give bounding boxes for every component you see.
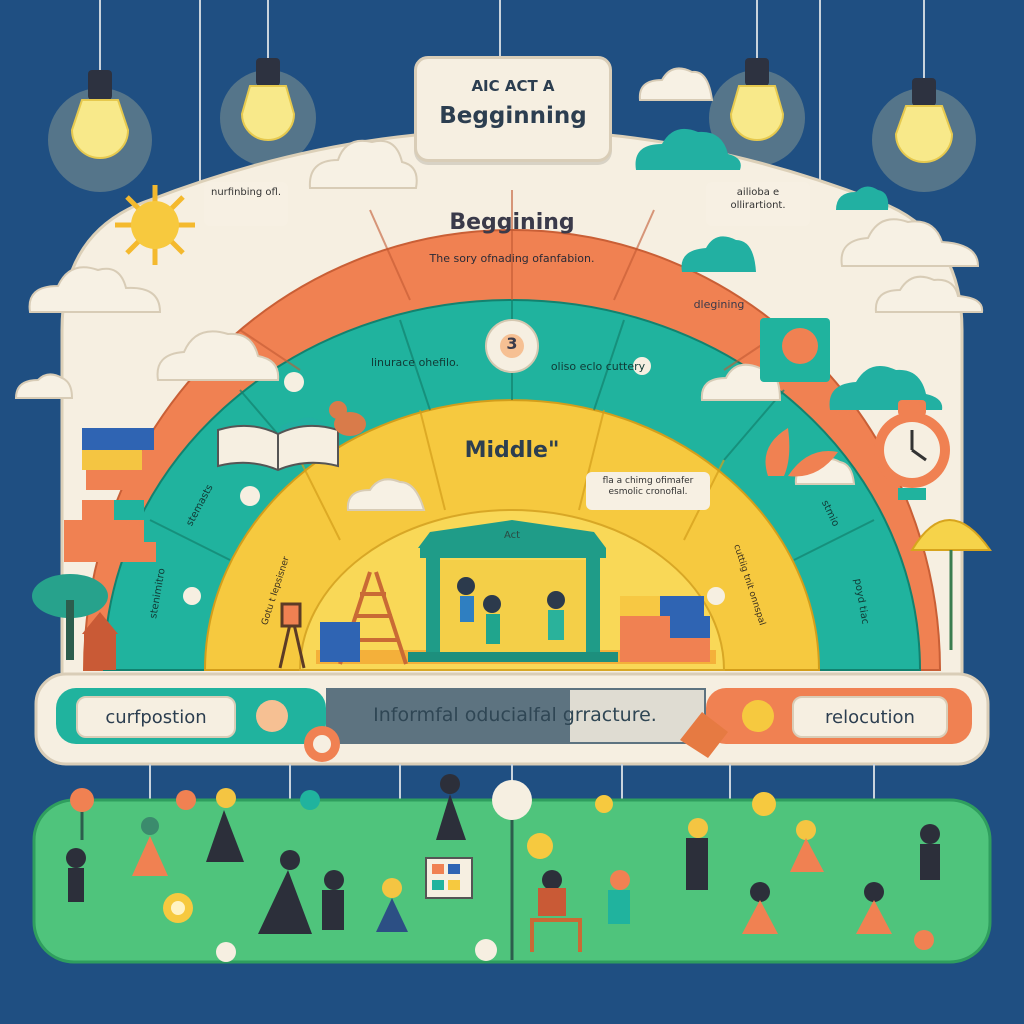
top-sign-line2: Begginning (439, 103, 587, 129)
teal-segment-dividers (149, 300, 875, 561)
people-in-park (66, 774, 940, 934)
light-bulb-icon (709, 58, 805, 166)
sun-icon (115, 185, 195, 265)
cloud-icon (156, 330, 280, 381)
easel-icon (278, 602, 306, 669)
umbrella-flower-icon (910, 519, 992, 650)
sun-gear-icon (760, 318, 830, 382)
light-bulb-icon (872, 78, 976, 192)
decorative-dots (183, 357, 725, 605)
cloud-icon (346, 478, 426, 511)
notice-board-icon (425, 857, 473, 899)
light-bulb-icon (220, 58, 316, 166)
teal-right-label: oliso eclo cuttery (550, 360, 646, 373)
bar-right-label: relocution (792, 696, 948, 738)
number-circle-badge (485, 319, 539, 373)
cloud-icon (638, 67, 714, 101)
beginning-right-label: dlegining (693, 298, 745, 311)
open-book-icon (217, 424, 339, 472)
stacked-blocks-icon (64, 428, 156, 562)
grass-panel (32, 780, 992, 964)
plant-icon (765, 428, 838, 477)
cloud-icon (308, 139, 418, 189)
cloud-icon (28, 266, 162, 313)
right-note: ailioba e ollirartiont. (706, 182, 810, 226)
middle-note: fla a chimg ofimafer esmolic cronoflal. (586, 472, 710, 510)
top-sign-line1: AIC ACT A (471, 77, 555, 95)
cloud-icon (14, 373, 74, 399)
bar-left-label: curfpostion (76, 696, 236, 738)
children-on-stage (457, 577, 565, 644)
light-bulb-icon (48, 70, 152, 192)
teal-left-label: linurace ohefilo. (370, 356, 460, 369)
middle-title: Middle" (464, 438, 560, 463)
clock-icon (874, 400, 950, 500)
house-icon (82, 612, 118, 670)
beginning-title: Beggining (449, 210, 575, 235)
bar-center-label: Informfal oducialfal grracture. (373, 704, 657, 726)
chair-icon (530, 918, 582, 952)
block-stack-right (320, 596, 710, 662)
cloud-icon (840, 218, 980, 267)
cloud-icon (874, 275, 984, 313)
tree-icon (32, 574, 108, 660)
flower-icons (70, 788, 934, 962)
beginning-subtitle: The sory ofnading ofanfabion. (429, 252, 595, 265)
circle-number: 3 (506, 334, 518, 353)
arc-segment-dividers (239, 190, 785, 371)
orange-lens-icon (304, 726, 340, 762)
stage-sign: Act (503, 530, 521, 541)
cat-figure (329, 401, 366, 436)
top-title-sign: AIC ACT A Begginning (414, 56, 612, 162)
left-note: nurfinbing ofl. (204, 182, 288, 226)
hanging-wires (99, 0, 925, 250)
kite-icon (680, 712, 728, 758)
